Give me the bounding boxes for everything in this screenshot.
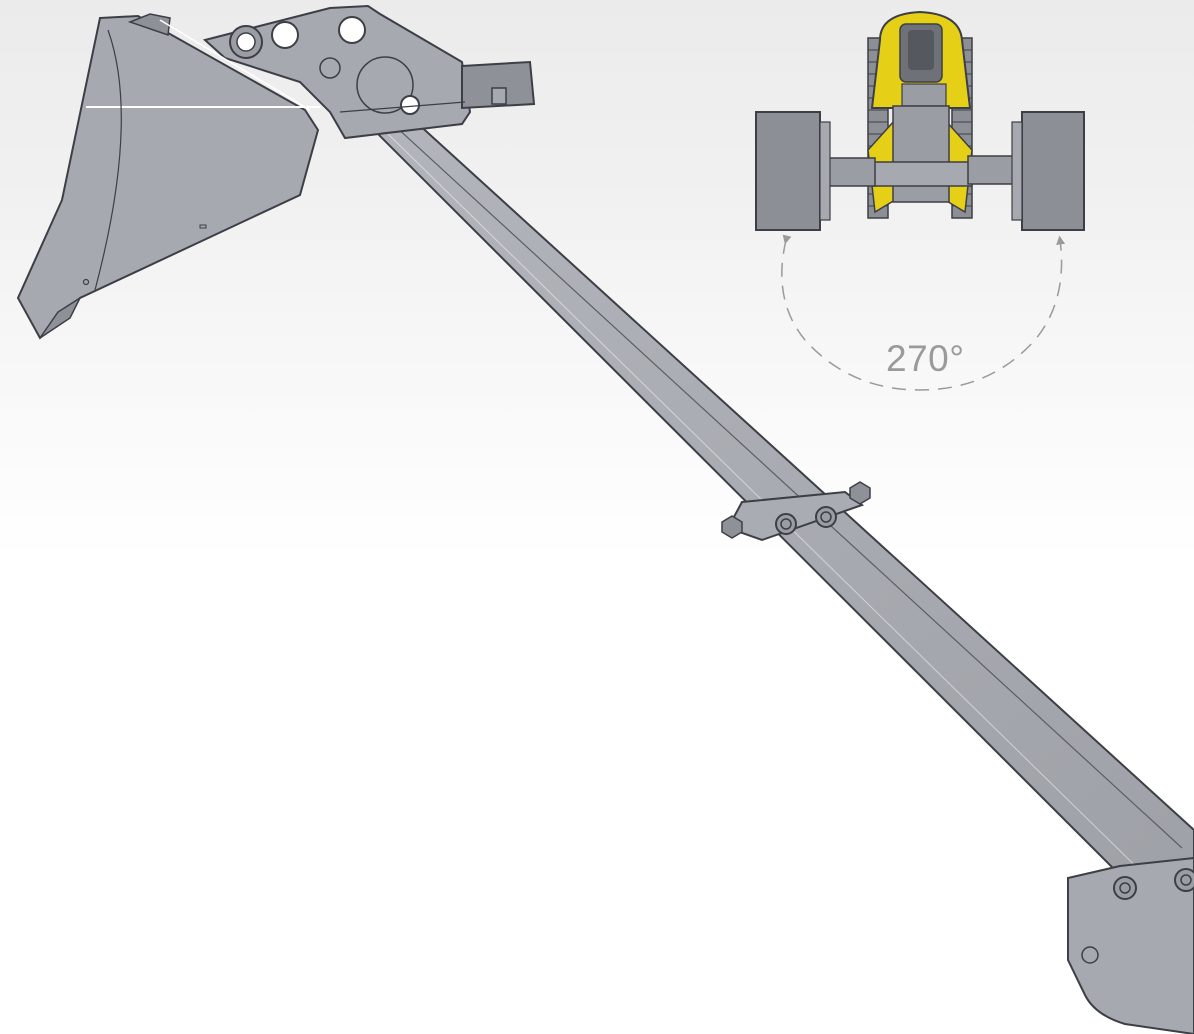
right-blade — [1021, 111, 1085, 231]
left-blade — [755, 111, 821, 231]
clamp-bolt-right — [815, 506, 837, 528]
rotation-angle-label: 270° — [886, 338, 965, 379]
rotation-arc — [781, 234, 1066, 391]
clamp-nut-left — [721, 515, 743, 539]
bucket-link — [202, 4, 536, 140]
boom-clamp — [721, 481, 871, 542]
clamp-nut-right — [849, 481, 871, 505]
boom-base-bracket — [1067, 856, 1194, 1034]
clamp-bolt-left — [775, 513, 797, 535]
bucket — [16, 13, 320, 340]
machine-top-view — [755, 10, 1085, 231]
